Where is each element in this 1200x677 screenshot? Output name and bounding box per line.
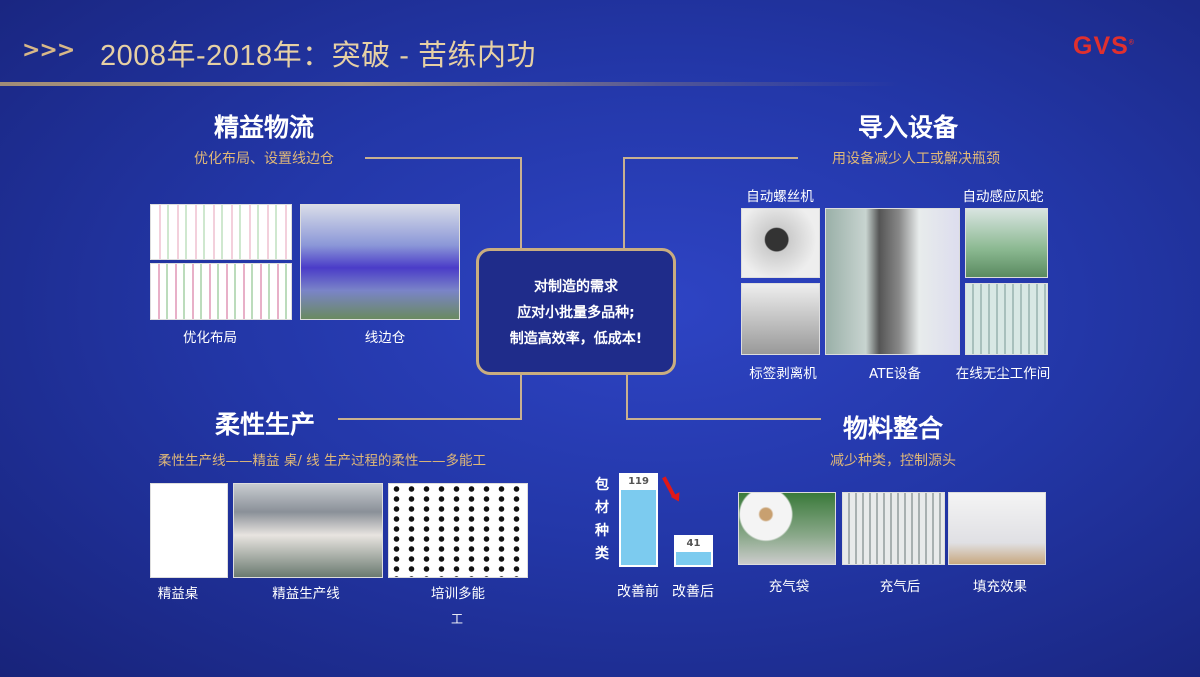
chart-category-label: 改善后 <box>672 584 714 600</box>
chart-bar: 41 <box>674 534 713 567</box>
lean-line-image <box>233 483 383 578</box>
image-label: 线边仓 <box>364 330 406 346</box>
image-label: 在线无尘工作间 <box>955 366 1051 382</box>
image-label: 精益桌 <box>157 586 199 602</box>
equipment-title: 导入设备 <box>857 113 959 142</box>
title-arrows: >>> <box>22 38 75 63</box>
image-label: ATE设备 <box>869 366 921 382</box>
skill-matrix-image <box>388 483 528 578</box>
auto-air-snake-image <box>965 208 1048 278</box>
image-label: 充气袋 <box>768 579 810 595</box>
equipment-subtitle: 用设备减少人工或解决瓶颈 <box>832 151 1000 167</box>
image-label: 优化布局 <box>183 330 237 346</box>
line-side-warehouse-image <box>300 204 460 320</box>
lean-logistics-subtitle: 优化布局、设置线边仓 <box>194 151 334 167</box>
air-bag-image <box>738 492 836 565</box>
filling-effect-image <box>948 492 1046 565</box>
layout-plan-image <box>150 204 292 260</box>
auto-screw-machine-image <box>741 208 820 278</box>
image-label: 自动螺丝机 <box>746 189 814 205</box>
lean-logistics-title: 精益物流 <box>213 113 315 142</box>
label-peeler-image <box>741 283 820 355</box>
materials-title: 物料整合 <box>842 414 944 443</box>
inflated-bag-image <box>842 492 945 565</box>
connector-line <box>520 157 522 249</box>
image-label: 培训多能 <box>431 586 485 602</box>
flexible-production-title: 柔性生产 <box>214 410 316 439</box>
image-label: 自动感应风蛇 <box>962 189 1044 205</box>
flexible-production-subtitle: 柔性生产线——精益 桌/ 线 生产过程的柔性——多能工 <box>158 453 486 469</box>
clean-room-image <box>965 283 1048 355</box>
connector-line <box>626 418 821 420</box>
image-label: 标签剥离机 <box>749 366 817 382</box>
connector-line <box>365 157 522 159</box>
chart-category-label: 改善前 <box>617 584 659 600</box>
chart-bar: 119 <box>619 473 658 567</box>
center-line: 应对小批量多品种; <box>517 304 635 321</box>
connector-line <box>623 157 625 249</box>
layout-plan-image <box>150 263 292 320</box>
connector-line <box>623 157 798 159</box>
gvs-logo: GVS® <box>1073 32 1135 60</box>
chart-data-label: 119 <box>628 476 649 487</box>
logo-text: GVS <box>1073 32 1129 60</box>
chart-bar-fill <box>676 551 711 565</box>
title-divider <box>0 82 1200 86</box>
connector-line <box>626 374 628 420</box>
image-label: 精益生产线 <box>272 586 340 602</box>
image-label: 工 <box>450 612 464 626</box>
connector-line <box>520 374 522 420</box>
ate-equipment-image <box>825 208 960 355</box>
page-title: 2008年-2018年：突破 - 苦练内功 <box>100 40 536 72</box>
image-label: 充气后 <box>879 579 921 595</box>
center-line: 对制造的需求 <box>534 278 618 295</box>
chart-data-label: 41 <box>686 537 701 549</box>
chart-ylabel: 包材种类 <box>595 477 609 562</box>
materials-subtitle: 减少种类，控制源头 <box>830 453 956 469</box>
center-box: 对制造的需求 应对小批量多品种; 制造高效率，低成本! <box>476 248 676 375</box>
lean-desk-image <box>150 483 228 578</box>
connector-line <box>338 418 522 420</box>
image-label: 填充效果 <box>973 579 1027 595</box>
chart-bar-fill <box>621 490 656 565</box>
center-line: 制造高效率，低成本! <box>509 330 643 347</box>
